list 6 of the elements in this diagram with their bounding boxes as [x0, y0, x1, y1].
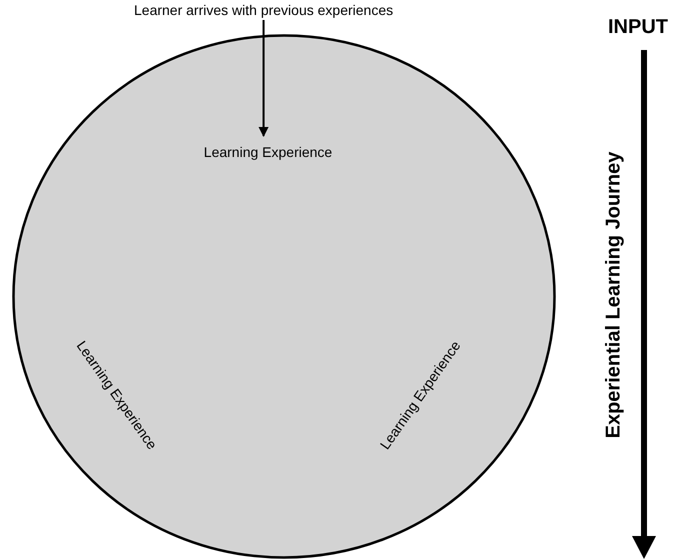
input-heading: INPUT [608, 16, 668, 39]
input-text: Learner arrives with previous experiences [134, 2, 394, 18]
arrow [258, 20, 269, 137]
stage-label: Learning Experience [204, 144, 332, 160]
axis-title: Experiential Learning Journey [602, 152, 626, 438]
circle-area [12, 34, 556, 559]
